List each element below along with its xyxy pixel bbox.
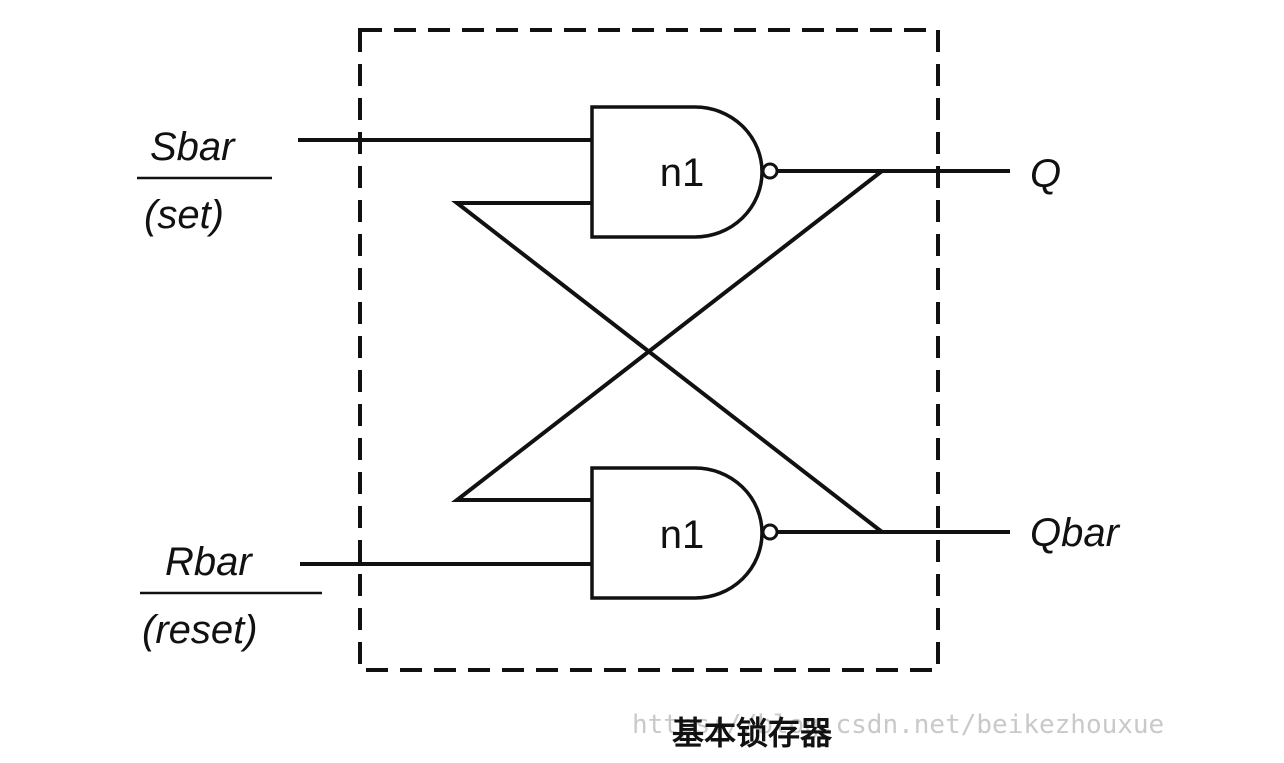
module-boundary	[358, 28, 940, 672]
qbar-output-label: Qbar	[1030, 511, 1121, 555]
nand-gate-bottom-inversion-bubble	[761, 523, 779, 541]
gate-label-bottom: n1	[660, 513, 705, 557]
nand-gate-top-inversion-bubble	[761, 162, 779, 180]
diagram-caption: 基本锁存器	[672, 714, 833, 752]
watermark-url: https://blog.csdn.net/beikezhouxue	[632, 710, 1164, 740]
sbar-label: Sbar	[150, 125, 236, 169]
q-output-label: Q	[1030, 152, 1061, 196]
nand-gate-top-body	[590, 105, 764, 239]
gate-label-top: n1	[660, 151, 705, 195]
rbar-label: Rbar	[165, 540, 253, 584]
nand-gate-top: n1	[590, 105, 779, 239]
nand-gate-bottom: n1	[590, 466, 779, 600]
set-description: (set)	[144, 193, 224, 237]
feedback-wire-q-to-n2	[451, 169, 884, 502]
nand-gate-bottom-body	[590, 466, 764, 600]
reset-description: (reset)	[142, 608, 258, 652]
feedback-wire-qbar-to-n1	[451, 201, 884, 534]
